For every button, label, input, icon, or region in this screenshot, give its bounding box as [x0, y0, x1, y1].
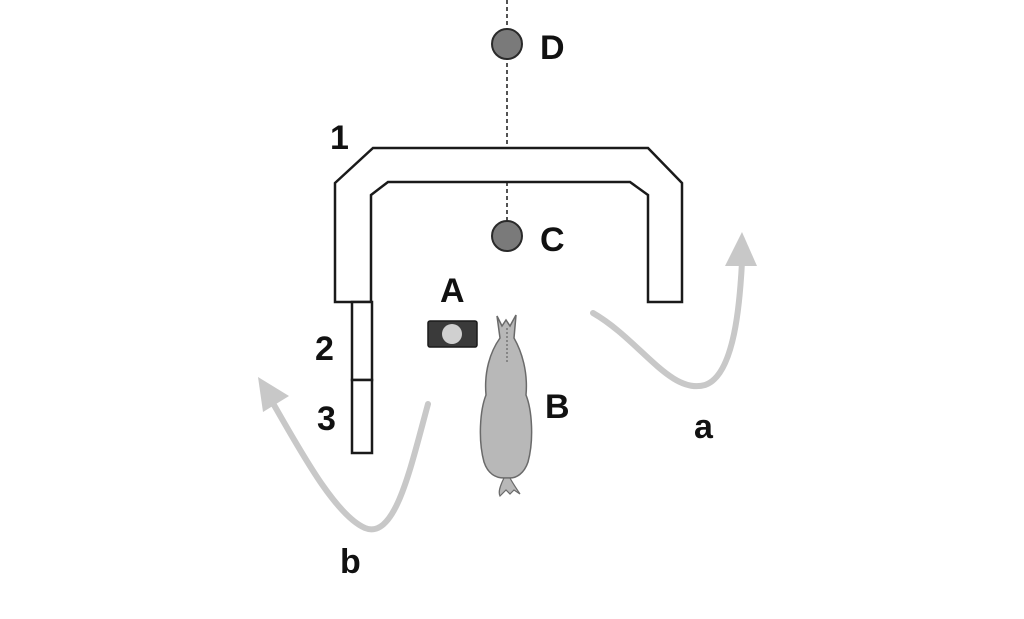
label-c: C [540, 221, 565, 259]
label-a-object: A [440, 272, 465, 310]
label-path-b: b [340, 543, 361, 581]
label-d: D [540, 29, 565, 67]
label-3: 3 [317, 400, 336, 438]
marker-c [491, 220, 523, 252]
path-a-arrow [590, 232, 757, 390]
label-b-animal: B [545, 388, 570, 426]
panel-2 [350, 300, 374, 382]
label-1: 1 [330, 119, 349, 157]
path-b-arrow [258, 377, 431, 533]
marker-d [491, 28, 523, 60]
label-2: 2 [315, 330, 334, 368]
camera-icon [427, 320, 478, 348]
enclosure-outline [333, 146, 684, 304]
panel-3 [350, 378, 374, 455]
label-path-a: a [694, 408, 714, 446]
horse-top-view-icon [479, 314, 533, 498]
